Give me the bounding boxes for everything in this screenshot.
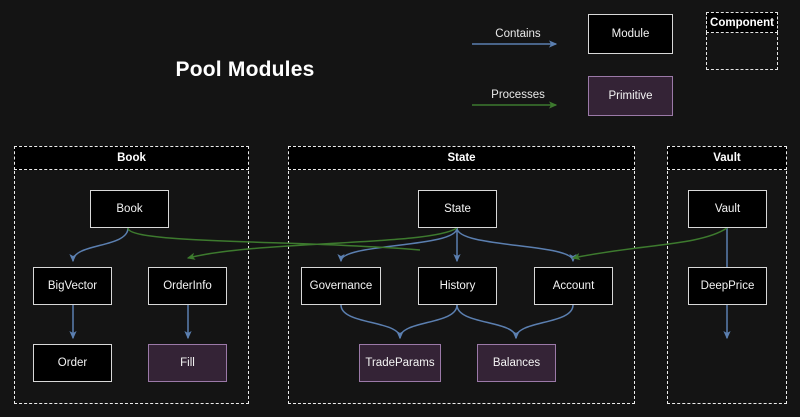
node-bigvector-label: BigVector [47,280,98,292]
page-title: Pool Modules [175,58,315,81]
legend-module-label: Module [611,28,650,40]
node-state[interactable]: State [418,190,497,228]
node-vault-label: Vault [714,203,741,215]
node-account[interactable]: Account [534,267,613,305]
node-fill[interactable]: Fill [148,344,227,382]
node-balances[interactable]: Balances [477,344,556,382]
group-book-label: Book [117,152,146,164]
group-vault-header: Vault [667,146,787,170]
legend-primitive-box: Primitive [588,76,673,116]
legend-primitive-label: Primitive [608,90,653,102]
node-history-label: History [439,280,476,292]
node-governance[interactable]: Governance [301,267,381,305]
node-orderinfo[interactable]: OrderInfo [148,267,227,305]
node-tradeparams[interactable]: TradeParams [359,344,441,382]
legend-module-box: Module [588,14,673,54]
node-balances-label: Balances [492,357,541,369]
node-state-label: State [444,203,471,215]
node-tradeparams-label: TradeParams [365,357,435,369]
legend-contains-label: Contains [495,28,541,40]
group-book-header: Book [14,146,249,170]
group-vault-label: Vault [713,152,741,164]
group-state-label: State [447,152,476,164]
node-book-label: Book [116,203,143,215]
node-account-label: Account [552,280,595,292]
node-order-label: Order [57,357,88,369]
legend-processes-label: Processes [491,89,545,101]
group-state-header: State [288,146,635,170]
node-fill-label: Fill [180,357,195,369]
node-book[interactable]: Book [90,190,169,228]
node-orderinfo-label: OrderInfo [163,280,212,292]
legend-component-label: Component [710,16,774,29]
node-history[interactable]: History [418,267,497,305]
node-bigvector[interactable]: BigVector [33,267,112,305]
node-order[interactable]: Order [33,344,112,382]
legend-component-header: Component [706,12,778,33]
node-deepprice[interactable]: DeepPrice [688,267,767,305]
node-vault[interactable]: Vault [688,190,767,228]
node-deepprice-label: DeepPrice [700,280,755,292]
node-governance-label: Governance [309,280,373,292]
